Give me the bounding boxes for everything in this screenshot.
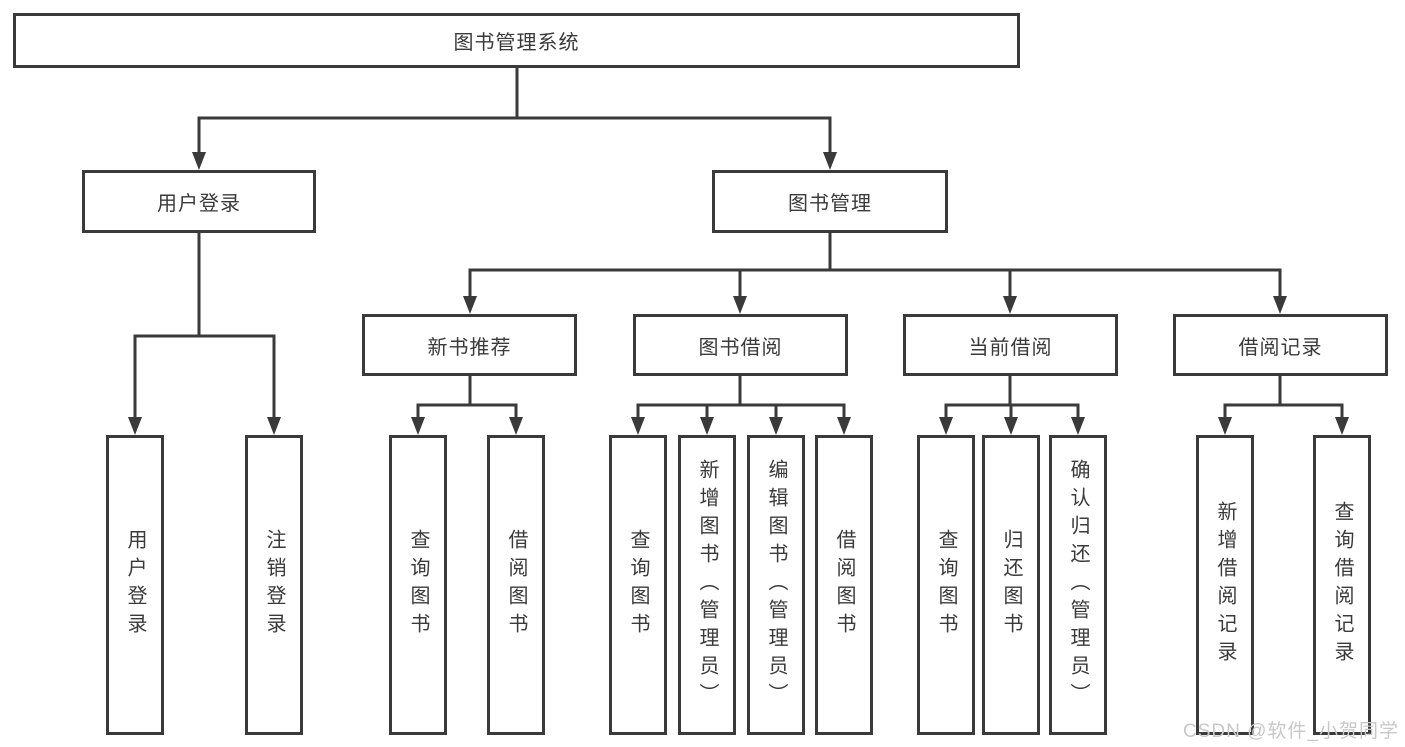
node-query-books-recommend: 查询图书 [389, 435, 447, 735]
node-confirm-return-admin: 确认归还（管理员） [1049, 435, 1107, 735]
csdn-watermark: CSDN @软件_小贺同学 [1183, 721, 1399, 742]
node-query-borrow-record: 查询借阅记录 [1313, 435, 1371, 735]
node-query-books-borrowing: 查询图书 [609, 435, 667, 735]
node-add-borrow-record: 新增借阅记录 [1196, 435, 1254, 735]
node-borrow-books-recommend: 借阅图书 [487, 435, 545, 735]
node-book-management: 图书管理 [712, 170, 948, 233]
node-borrow-books-borrowing: 借阅图书 [815, 435, 873, 735]
node-add-book-admin: 新增图书（管理员） [678, 435, 736, 735]
node-user-login: 用户登录 [82, 170, 316, 233]
node-book-borrowing: 图书借阅 [633, 314, 848, 376]
arrowheads [128, 152, 1349, 435]
node-query-books-current: 查询图书 [917, 435, 975, 735]
node-current-borrowing: 当前借阅 [903, 314, 1118, 376]
node-leaf-logout: 注销登录 [245, 435, 303, 735]
node-leaf-user-login: 用户登录 [106, 435, 164, 735]
node-new-book-recommendation: 新书推荐 [362, 314, 577, 376]
node-edit-book-admin: 编辑图书（管理员） [747, 435, 805, 735]
node-borrowing-records: 借阅记录 [1173, 314, 1388, 376]
node-library-management-system: 图书管理系统 [13, 13, 1020, 68]
node-return-book: 归还图书 [982, 435, 1040, 735]
